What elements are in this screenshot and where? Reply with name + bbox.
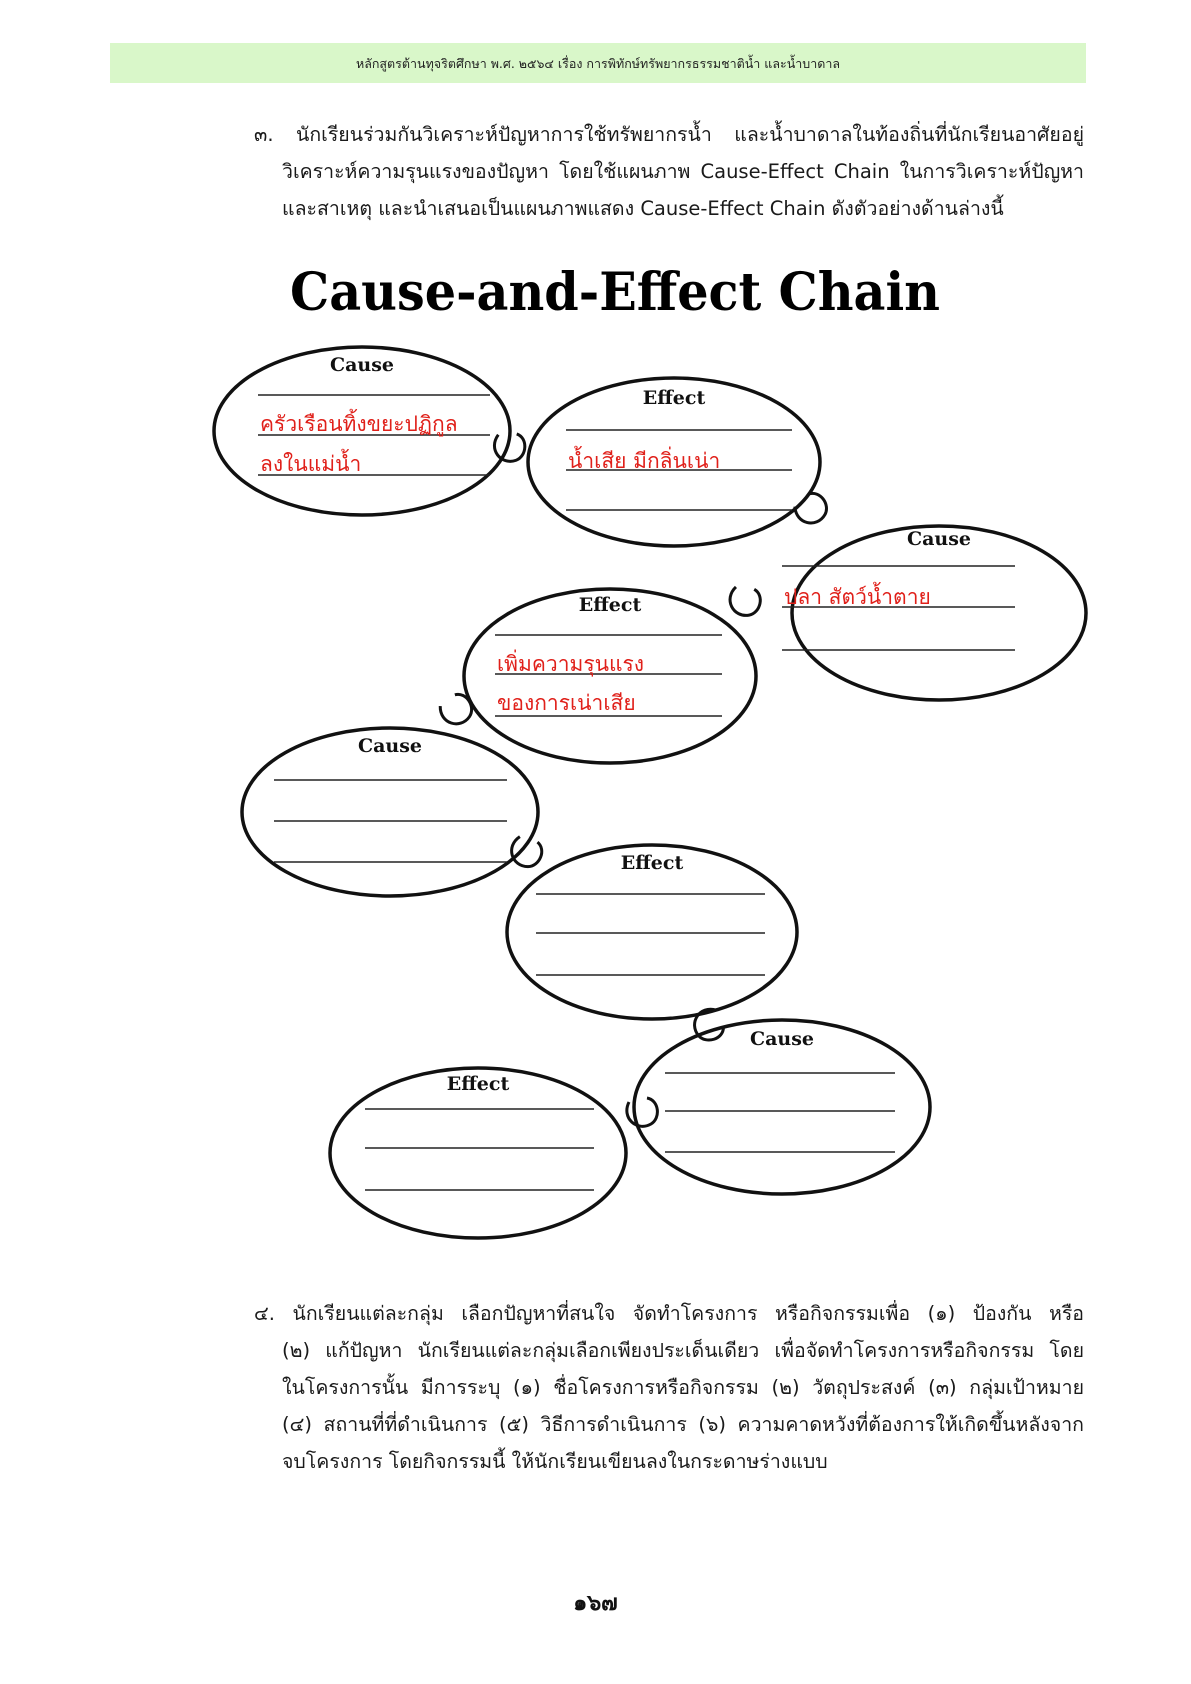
- effect-oval-6: Effect: [505, 843, 799, 1021]
- oval-shape: [212, 345, 512, 517]
- handwritten-entry: ครัวเรือนทิ้งขยะปฏิกูล: [260, 409, 458, 437]
- oval-label: Cause: [330, 354, 394, 376]
- diagram-title: Cause-and-Effect Chain: [290, 262, 940, 323]
- chain-link-icon: [492, 432, 527, 463]
- cause-oval-7: Cause: [632, 1018, 932, 1196]
- handwritten-entry: น้ำเสีย มีกลิ่นเน่า: [568, 446, 720, 473]
- item-4-number: ๔.: [254, 1302, 275, 1325]
- item-3-line-2: วิเคราะห์ความรุนแรงของปัญหา โดยใช้แผนภาพ…: [282, 160, 1084, 183]
- item-3-number: ๓.: [254, 123, 274, 146]
- handwritten-entry: ของการเน่าเสีย: [497, 691, 636, 715]
- handwritten-entry: เพิ่มความรุนแรง: [497, 649, 644, 677]
- chain-link-icon: [693, 1007, 725, 1042]
- page-number: ๑๖๗: [573, 1591, 618, 1616]
- item-4-line-3: ในโครงการนั้น มีการระบุ (๑) ชื่อโครงการห…: [282, 1376, 1084, 1399]
- chain-link-icon: [438, 692, 474, 726]
- oval-label: Effect: [621, 852, 684, 874]
- item-3-line-1: ๓. นักเรียนร่วมกันวิเคราะห์ปัญหาการใช้ทร…: [254, 116, 1084, 153]
- header-band: [110, 43, 1086, 83]
- oval-shape: [240, 726, 540, 898]
- item-4-line-2: (๒) แก้ปัญหา นักเรียนแต่ละกลุ่มเลือกเพีย…: [282, 1339, 1084, 1362]
- oval-label: Effect: [643, 387, 706, 409]
- oval-shape: [328, 1066, 628, 1240]
- chain-link-icon: [510, 835, 544, 869]
- running-header: หลักสูตรต้านทุจริตศึกษา พ.ศ. ๒๕๖๔ เรื่อง…: [355, 56, 841, 71]
- handwritten-entry: ปลา สัตว์น้ำตาย: [784, 582, 931, 609]
- chain-link-icon: [625, 1096, 659, 1128]
- oval-label: Cause: [358, 735, 422, 757]
- oval-shape: [526, 376, 822, 548]
- item-4-paragraph: ๔. นักเรียนแต่ละกลุ่ม เลือกปัญหาที่สนใจ …: [254, 1295, 1084, 1480]
- oval-label: Cause: [907, 528, 971, 550]
- cause-oval-3: Cause ปลา สัตว์น้ำตาย: [782, 524, 1088, 702]
- item-4-line-5: จบโครงการ โดยกิจกรรมนี้ ให้นักเรียนเขียน…: [282, 1450, 828, 1473]
- oval-shape: [790, 524, 1088, 702]
- oval-shape: [632, 1018, 932, 1196]
- item-4-line-1: ๔. นักเรียนแต่ละกลุ่ม เลือกปัญหาที่สนใจ …: [254, 1295, 1084, 1332]
- oval-label: Effect: [579, 594, 642, 616]
- cause-oval-5: Cause: [240, 726, 540, 898]
- effect-oval-2: Effect น้ำเสีย มีกลิ่นเน่า: [526, 376, 822, 548]
- chain-link-icon: [728, 585, 762, 617]
- oval-label: Cause: [750, 1028, 814, 1050]
- item-4-line-4: (๔) สถานที่ที่ดำเนินการ (๕) วิธีการดำเนิ…: [282, 1413, 1084, 1436]
- item-3-paragraph: ๓. นักเรียนร่วมกันวิเคราะห์ปัญหาการใช้ทร…: [254, 116, 1084, 227]
- chain-link-icon: [793, 491, 828, 525]
- oval-label: Effect: [447, 1073, 510, 1095]
- effect-oval-8: Effect: [328, 1066, 628, 1240]
- oval-shape: [462, 587, 758, 765]
- item-3-line-3: และสาเหตุ และนำเสนอเป็นแผนภาพแสดง Cause-…: [282, 197, 1004, 220]
- handwritten-entry: ลงในแม่น้ำ: [260, 449, 361, 476]
